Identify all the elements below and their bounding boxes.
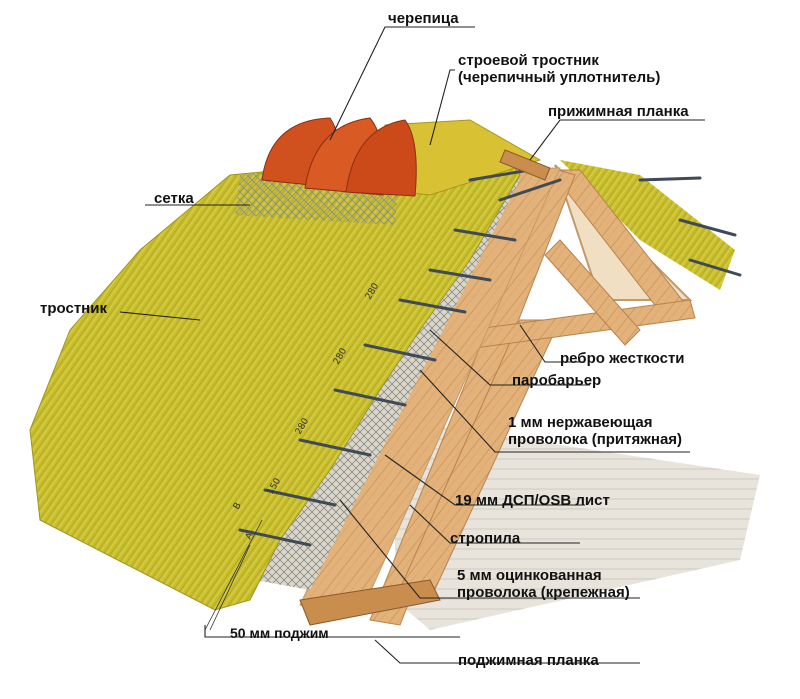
- label-stiffening-rib: ребро жесткости: [560, 350, 685, 367]
- fastening-wires: [238, 168, 742, 547]
- label-tiles: черепица: [388, 10, 459, 27]
- label-structural-reed-line1: строевой тростник: [458, 52, 599, 69]
- mark-a: А: [244, 530, 256, 541]
- label-rafters: стропила: [450, 530, 521, 547]
- label-stainless-wire: 1 мм нержавеющая проволока (притяжная): [508, 414, 682, 449]
- label-stainless-wire-line2: проволока (притяжная): [508, 431, 683, 449]
- label-compression: 50 мм поджим: [230, 625, 329, 641]
- label-vapour-barrier: паробарьер: [512, 372, 602, 389]
- label-galvanised-wire-line2: проволока (крепежная): [457, 584, 630, 602]
- far-reed-slope: [560, 160, 735, 290]
- label-structural-reed: строевой тростник (черепичный уплотнител…: [458, 52, 660, 87]
- label-reed: тростник: [40, 300, 107, 317]
- top-clamp-plank: [499, 149, 551, 181]
- label-stainless-wire-line1: 1 мм нержавеющая: [508, 414, 653, 431]
- label-bottom-clamp-plank: поджимная планка: [458, 652, 599, 669]
- label-top-clamp-plank: прижимная планка: [548, 103, 689, 120]
- leader-lines: [119, 26, 705, 664]
- label-osb-sheet: 19 мм ДСП/OSB лист: [455, 492, 610, 509]
- label-mesh: сетка: [154, 190, 194, 207]
- bottom-clamp-plank: [299, 579, 441, 626]
- mark-b: В: [232, 501, 244, 511]
- label-galvanised-wire: 5 мм оцинкованная проволока (крепежная): [457, 567, 630, 602]
- label-galvanised-wire-line1: 5 мм оцинкованная: [457, 567, 602, 584]
- label-structural-reed-line2: (черепичный уплотнитель): [458, 69, 661, 87]
- ridge-tiles: [261, 117, 417, 197]
